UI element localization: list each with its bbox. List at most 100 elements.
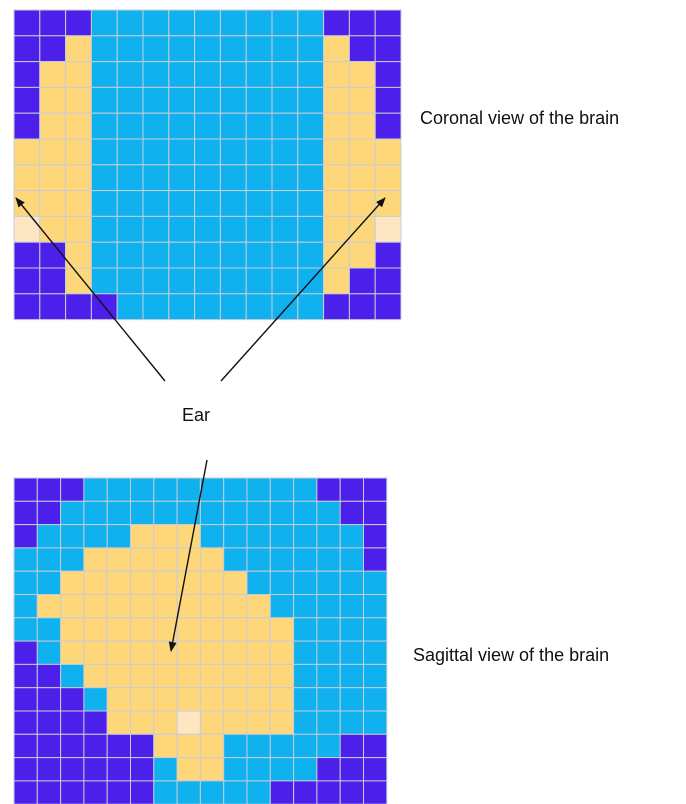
sagittal-cell <box>14 711 37 734</box>
coronal-cell <box>324 10 350 36</box>
coronal-cell <box>375 87 401 113</box>
sagittal-cell <box>317 478 340 501</box>
coronal-cell <box>40 294 66 320</box>
coronal-cell <box>91 139 117 165</box>
sagittal-cell <box>340 548 363 571</box>
coronal-cell <box>272 36 298 62</box>
sagittal-cell <box>37 618 60 641</box>
coronal-cell <box>220 268 246 294</box>
coronal-cell <box>91 242 117 268</box>
coronal-cell <box>324 268 350 294</box>
coronal-cell <box>349 87 375 113</box>
sagittal-cell <box>37 595 60 618</box>
sagittal-cell <box>270 688 293 711</box>
sagittal-cell <box>14 571 37 594</box>
coronal-cell <box>324 242 350 268</box>
sagittal-cell <box>247 571 270 594</box>
coronal-cell <box>246 268 272 294</box>
sagittal-cell <box>131 618 154 641</box>
sagittal-cell <box>364 664 387 687</box>
coronal-cell <box>246 36 272 62</box>
sagittal-cell <box>317 501 340 524</box>
sagittal-cell <box>317 595 340 618</box>
sagittal-cell <box>294 664 317 687</box>
sagittal-cell <box>247 525 270 548</box>
coronal-cell <box>91 87 117 113</box>
sagittal-cell <box>107 664 130 687</box>
coronal-cell <box>66 62 92 88</box>
sagittal-cell <box>37 734 60 757</box>
coronal-cell <box>14 294 40 320</box>
coronal-cell <box>195 139 221 165</box>
sagittal-cell <box>61 501 84 524</box>
sagittal-cell <box>37 664 60 687</box>
sagittal-cell <box>224 688 247 711</box>
coronal-cell <box>195 242 221 268</box>
coronal-cell <box>272 191 298 217</box>
coronal-cell <box>220 10 246 36</box>
coronal-cell <box>14 216 40 242</box>
coronal-cell <box>143 10 169 36</box>
coronal-cell <box>66 294 92 320</box>
coronal-cell <box>195 216 221 242</box>
sagittal-cell <box>154 758 177 781</box>
sagittal-cell <box>340 478 363 501</box>
coronal-cell <box>324 62 350 88</box>
sagittal-cell <box>131 641 154 664</box>
sagittal-cell <box>200 664 223 687</box>
sagittal-cell <box>247 501 270 524</box>
sagittal-cell <box>294 501 317 524</box>
coronal-cell <box>349 139 375 165</box>
sagittal-cell <box>294 478 317 501</box>
coronal-cell <box>117 36 143 62</box>
coronal-cell <box>272 139 298 165</box>
sagittal-cell <box>107 711 130 734</box>
sagittal-cell <box>84 688 107 711</box>
coronal-cell <box>143 216 169 242</box>
sagittal-cell <box>247 618 270 641</box>
coronal-cell <box>143 36 169 62</box>
sagittal-cell <box>61 734 84 757</box>
coronal-cell <box>272 268 298 294</box>
sagittal-cell <box>154 688 177 711</box>
sagittal-cell <box>294 734 317 757</box>
sagittal-cell <box>61 664 84 687</box>
coronal-cell <box>169 113 195 139</box>
sagittal-cell <box>317 525 340 548</box>
sagittal-cell <box>154 641 177 664</box>
coronal-cell <box>246 191 272 217</box>
coronal-view-grid <box>14 10 401 320</box>
sagittal-cell <box>200 781 223 804</box>
sagittal-cell <box>61 478 84 501</box>
sagittal-cell <box>317 664 340 687</box>
coronal-cell <box>246 139 272 165</box>
sagittal-cell <box>37 571 60 594</box>
sagittal-cell <box>294 571 317 594</box>
coronal-cell <box>246 216 272 242</box>
coronal-cell <box>117 10 143 36</box>
coronal-cell <box>375 294 401 320</box>
coronal-cell <box>349 242 375 268</box>
sagittal-cell <box>154 501 177 524</box>
sagittal-cell <box>247 758 270 781</box>
coronal-cell <box>117 165 143 191</box>
coronal-cell <box>220 36 246 62</box>
coronal-cell <box>220 139 246 165</box>
sagittal-cell <box>14 478 37 501</box>
sagittal-cell <box>247 781 270 804</box>
sagittal-cell <box>270 548 293 571</box>
sagittal-cell <box>61 618 84 641</box>
sagittal-cell <box>14 501 37 524</box>
sagittal-cell <box>200 548 223 571</box>
sagittal-cell <box>37 478 60 501</box>
sagittal-cell <box>364 525 387 548</box>
coronal-cell <box>117 139 143 165</box>
coronal-cell <box>298 113 324 139</box>
sagittal-cell <box>340 641 363 664</box>
coronal-cell <box>91 36 117 62</box>
coronal-cell <box>91 62 117 88</box>
sagittal-cell <box>340 618 363 641</box>
coronal-cell <box>169 87 195 113</box>
coronal-cell <box>66 113 92 139</box>
coronal-cell <box>375 268 401 294</box>
